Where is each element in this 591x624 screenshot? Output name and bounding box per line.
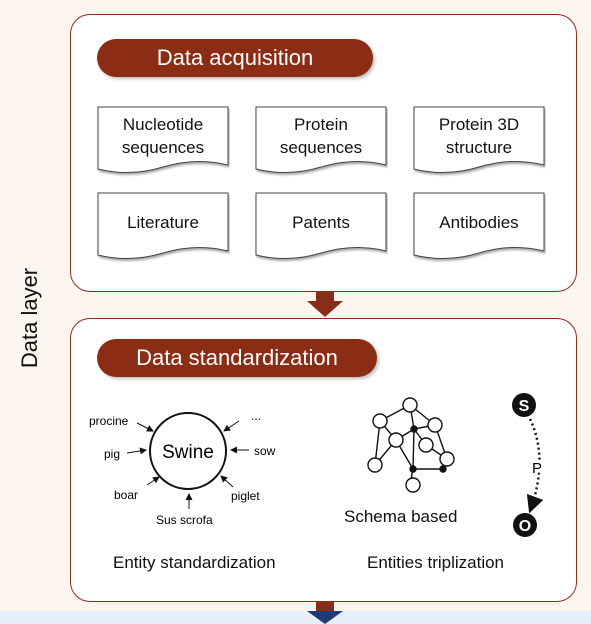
svg-text:O: O (519, 518, 531, 535)
synonym-pig: pig (104, 447, 120, 461)
doc-label: Antibodies (439, 212, 519, 232)
svg-text:P: P (532, 460, 542, 477)
document-icon (413, 192, 545, 260)
doc-label: Literature (127, 212, 199, 232)
triple-icon: S P P O (512, 393, 545, 537)
synonym-procine: procine (89, 414, 129, 428)
document-icon (255, 192, 387, 260)
data-layer-label-wrap: Data layer (0, 0, 60, 624)
document-icon (413, 106, 545, 174)
data-acquisition-title: Data acquisition (97, 39, 373, 77)
doc-label: Patents (292, 212, 350, 232)
swine-label: Swine (162, 442, 214, 463)
arrow-piglet (220, 475, 234, 488)
synonym-boar: boar (114, 488, 138, 502)
flow-arrow-down-icon (307, 292, 343, 317)
synonym-piglet: piglet (231, 489, 260, 503)
next-layer-band (0, 611, 591, 624)
schema-based-caption: Schema based (344, 507, 458, 526)
synonym-ellipsis: ... (251, 409, 261, 423)
data-standardization-title: Data standardization (97, 339, 377, 377)
synonym-sow: sow (254, 444, 276, 458)
swine-circle (149, 412, 227, 490)
flow-arrow-down-next-icon (307, 602, 343, 624)
svg-text:P: P (532, 460, 542, 477)
document-icon (97, 106, 229, 174)
doc-antibodies: Antibodies (412, 191, 546, 263)
document-icon (255, 106, 387, 174)
schema-graph-icon (367, 397, 455, 493)
entities-triplization-caption: Entities triplization (367, 553, 505, 572)
data-standardization-panel: Data standardization Swine procine pig b… (70, 318, 577, 602)
arrow-pig (126, 447, 147, 455)
arrow-procine (136, 422, 154, 432)
entity-standardization-caption: Entity standardization (113, 553, 276, 572)
arrow-ellipsis (223, 420, 240, 432)
doc-patents: Patents (254, 191, 388, 263)
doc-literature: Literature (96, 191, 230, 263)
document-icon (97, 192, 229, 260)
synonym-sus-scrofa: Sus scrofa (156, 513, 213, 527)
arrow-boar (146, 476, 160, 486)
data-layer-label: Data layer (17, 267, 42, 369)
svg-text:S: S (519, 398, 530, 415)
standardization-diagram: Swine procine pig boar Sus scrofa piglet… (89, 393, 545, 537)
